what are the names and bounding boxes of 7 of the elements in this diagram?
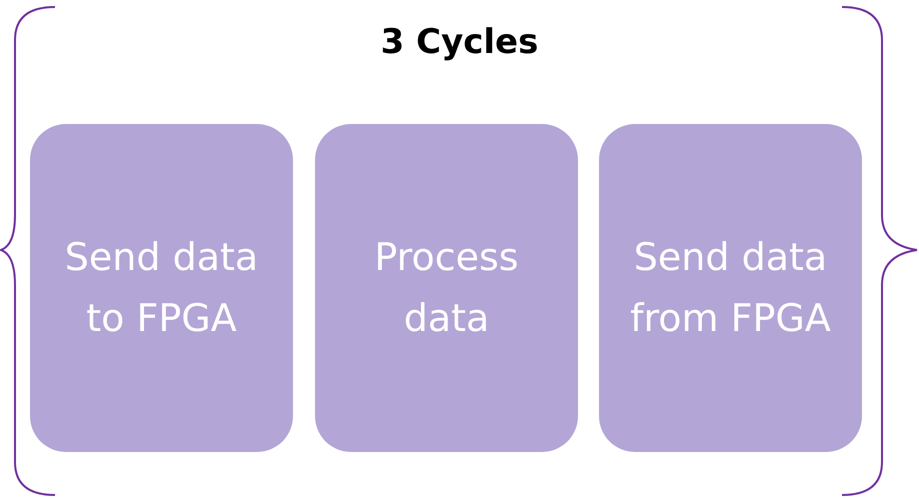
process-box — [30, 124, 293, 452]
process-box — [315, 124, 578, 452]
process-box — [599, 124, 862, 452]
box-label: Send data to FPGA — [64, 234, 260, 342]
title: 3 Cycles — [380, 22, 538, 62]
box-label: Send data from FPGA — [629, 234, 832, 342]
box-label: Process data — [373, 234, 520, 342]
